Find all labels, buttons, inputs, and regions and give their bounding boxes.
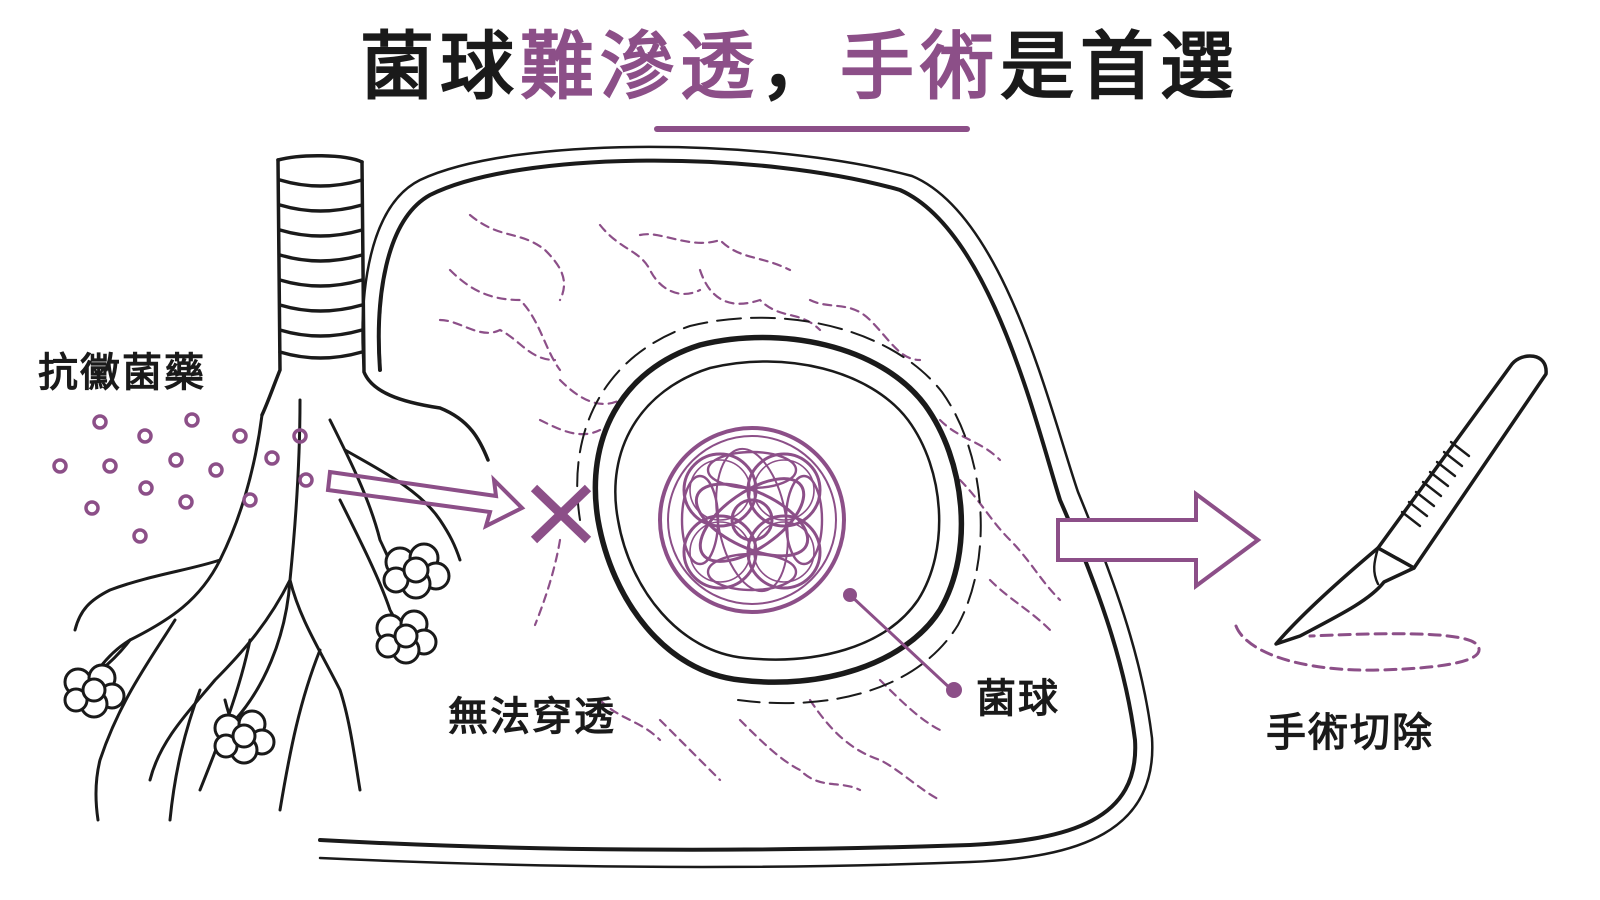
lung-outline-icon [318,145,1154,869]
label-antifungal: 抗黴菌藥 [38,350,206,396]
drug-particles-icon [52,412,314,544]
fungus-ball-icon [658,426,846,614]
title-part-3: ， [760,24,840,110]
drug-arrow-icon [325,469,526,530]
title-part-5: 是首選 [1000,24,1240,110]
cavity-icon [576,316,982,705]
blocked-x-icon [530,484,592,544]
title-underline [654,126,970,132]
trachea-icon [260,154,490,462]
incision-line-icon [1234,624,1481,672]
vessel-lines [438,213,1062,802]
label-fungus-ball: 菌球 [976,676,1060,722]
arrow-right-icon [1056,490,1262,590]
scalpel-icon [1274,354,1548,646]
label-surgical-resection: 手術切除 [1266,710,1434,756]
label-cannot-penetrate: 無法穿透 [448,694,616,740]
fungus-ball-pointer [843,588,962,698]
title-part-1: 菌球 [360,24,520,110]
alveoli-icon [63,542,451,765]
title-part-4: 手術 [840,24,1000,110]
title-part-2: 難滲透 [520,24,760,110]
page-title: 菌球難滲透，手術是首選 [0,22,1600,112]
